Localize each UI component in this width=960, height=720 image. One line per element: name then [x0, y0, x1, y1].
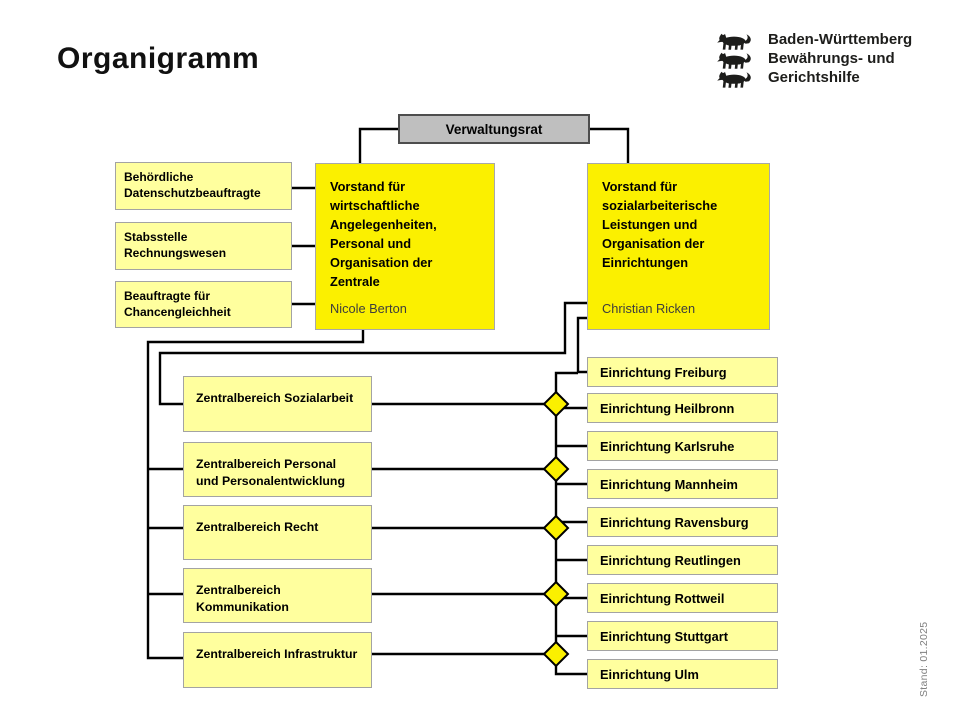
node-einrichtung-reutlingen: Einrichtung Reutlingen: [587, 545, 778, 575]
vorstand-name: Nicole Berton: [330, 301, 407, 316]
junction-diamond: [542, 514, 570, 542]
node-einrichtung-ulm: Einrichtung Ulm: [587, 659, 778, 689]
node-einrichtung-freiburg: Einrichtung Freiburg: [587, 357, 778, 387]
node-einrichtung-stuttgart: Einrichtung Stuttgart: [587, 621, 778, 651]
node-stabsstelle-rechnungswesen: Stabsstelle Rechnungswesen: [115, 222, 292, 270]
wire-left-spine: [146, 330, 365, 660]
wire-sozialarbeit: [158, 301, 587, 406]
wire-root-right: [590, 127, 630, 163]
vorstand-title: Vorstand für sozialarbeiterische Leistun…: [602, 179, 718, 270]
junction-diamond: [542, 580, 570, 608]
node-einrichtung-mannheim: Einrichtung Mannheim: [587, 469, 778, 499]
node-verwaltungsrat: Verwaltungsrat: [398, 114, 590, 144]
junction-diamond: [542, 390, 570, 418]
brand-logo: Baden-Württemberg Bewährungs- und Gerich…: [716, 30, 912, 91]
node-vorstand-wirtschaft: Vorstand für wirtschaftliche Angelegenhe…: [315, 163, 495, 330]
brand-name: Baden-Württemberg Bewährungs- und Gerich…: [768, 30, 912, 87]
page-title: Organigramm: [57, 42, 260, 75]
wire-einr-freiburg: [576, 316, 587, 374]
wire-root-left: [358, 127, 398, 163]
junction-diamond: [542, 455, 570, 483]
node-zb-personal: Zentralbereich Personal und Personalentw…: [183, 442, 372, 497]
node-zb-infrastruktur: Zentralbereich Infrastruktur: [183, 632, 372, 688]
brand-line: Bewährungs- und: [768, 50, 895, 67]
node-zb-recht: Zentralbereich Recht: [183, 505, 372, 560]
node-einrichtung-karlsruhe: Einrichtung Karlsruhe: [587, 431, 778, 461]
node-beauftragte-chancengleichheit: Beauftragte für Chancengleichheit: [115, 281, 292, 328]
version-stamp: Stand: 01.2025: [918, 621, 930, 697]
node-einrichtung-rottweil: Einrichtung Rottweil: [587, 583, 778, 613]
brand-line: Baden-Württemberg: [768, 31, 913, 48]
vorstand-name: Christian Ricken: [602, 301, 696, 316]
node-einrichtung-heilbronn: Einrichtung Heilbronn: [587, 393, 778, 423]
vorstand-title: Vorstand für wirtschaftliche Angelegenhe…: [330, 179, 437, 289]
node-vorstand-sozialarbeit: Vorstand für sozialarbeiterische Leistun…: [587, 163, 770, 330]
brand-line: Gerichtshilfe: [768, 69, 860, 86]
node-zb-sozialarbeit: Zentralbereich Sozialarbeit: [183, 376, 372, 432]
node-datenschutzbeauftragte: Behördliche Datenschutzbeauftragte: [115, 162, 292, 210]
node-zb-kommunikation: Zentralbereich Kommunikation: [183, 568, 372, 623]
junction-diamond: [542, 640, 570, 668]
node-einrichtung-ravensburg: Einrichtung Ravensburg: [587, 507, 778, 537]
